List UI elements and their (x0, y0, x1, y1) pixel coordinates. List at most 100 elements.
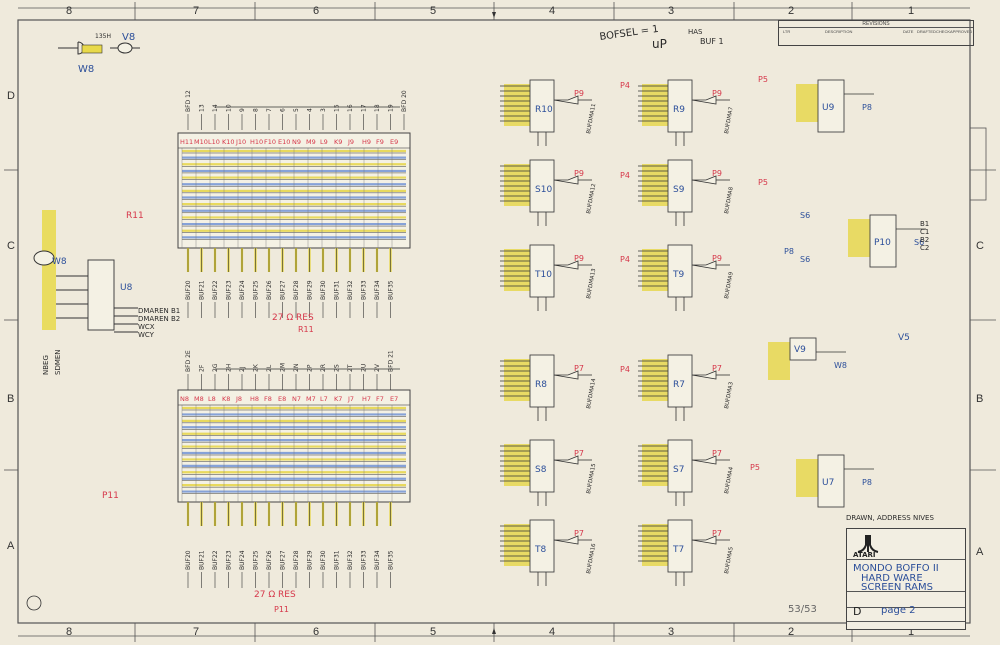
row-label-c: C (7, 240, 15, 252)
size-letter: D (853, 605, 862, 618)
lower-out-14: BUF34 (374, 550, 381, 570)
u8-out-dmaren-b2: DMAREN B2 (138, 315, 180, 323)
upper-bufd-12: 16 (347, 104, 354, 112)
lower-out-10: BUF30 (320, 550, 327, 570)
upper-out-0: BUF20 (185, 280, 192, 300)
col-label-bottom-6: 6 (313, 626, 320, 638)
upper-chip-h9: H9 (362, 138, 371, 146)
lower-out-5: BUF25 (253, 550, 260, 570)
upper-out-10: BUF30 (320, 280, 327, 300)
lower-bufd-14: 2V (374, 363, 381, 372)
w8-left-label: W8 (52, 257, 67, 267)
col-label-7: 7 (193, 5, 200, 17)
lower-bufd-10: 2R (320, 364, 327, 372)
rev-col-date: DATE (903, 29, 914, 34)
col-label-5: 5 (430, 5, 437, 17)
res-ref-top: R11 (298, 325, 314, 334)
sheet-count: 53/53 (788, 604, 817, 615)
upper-out-7: BUF27 (280, 280, 287, 300)
row-label-right-a: A (976, 546, 984, 558)
col-label-bottom-8: 8 (66, 626, 73, 638)
col-label-bottom-4: 4 (549, 626, 556, 638)
p-mark-0: P4 (620, 81, 630, 90)
p-mark-3: P4 (620, 365, 630, 374)
lower-out-11: BUF31 (334, 550, 341, 570)
lower-bufd-6: 2L (266, 364, 273, 372)
r11-label: R11 (126, 211, 144, 221)
lower-bufd-15: BFD 21 (388, 350, 395, 372)
title-line-3: SCREEN RAMS (861, 582, 933, 593)
mid-chip-buf-5: P7 (574, 529, 584, 538)
lower-bufd-5: 2K (253, 363, 260, 372)
lower-out-3: BUF23 (226, 550, 233, 570)
lower-chip-h7: H7 (362, 395, 371, 403)
upper-chip-f9: F9 (376, 138, 384, 146)
lower-chip-n7: N7 (292, 395, 301, 403)
lower-out-6: BUF26 (266, 550, 273, 570)
upper-bufd-0: BFD 12 (185, 90, 192, 112)
upper-bufd-13: 17 (361, 104, 368, 112)
upper-bufd-2: 14 (212, 104, 219, 112)
u8-out-wcx: WCX (138, 323, 155, 331)
v5-label: V5 (898, 333, 910, 343)
col-label-bottom-3: 3 (668, 626, 675, 638)
atari-logo-icon (857, 535, 879, 553)
right-chip-ref-2: T9 (672, 270, 684, 280)
upper-out-6: BUF26 (266, 280, 273, 300)
upper-chip-l9: L9 (320, 138, 328, 146)
right-chip-ref-0: R9 (673, 105, 685, 115)
lower-bufd-11: 2S (334, 364, 341, 372)
lower-bufd-13: 2U (361, 364, 368, 372)
upper-chip-k10: K10 (222, 138, 235, 146)
upper-bufd-10: 3 (320, 108, 327, 112)
lower-bufd-3: 2H (226, 364, 233, 372)
p-mark-4: P5 (758, 75, 768, 84)
mid-chip-ref-4: S8 (535, 465, 547, 475)
upper-chip-h11: H11 (180, 138, 193, 146)
rev-col-check: CHECK (936, 29, 951, 34)
lower-out-9: BUF29 (307, 550, 314, 570)
far-right-buf-2: W8 (834, 361, 847, 370)
col-label-bottom-1: 1 (908, 626, 915, 638)
mid-chip-tag-4: BUFDMA15 (586, 463, 597, 495)
v8-top-label: V8 (122, 32, 135, 43)
row-label-right-b: B (976, 393, 984, 405)
col-label-1: 1 (908, 5, 915, 17)
title-block: ATARI MONDO BOFFO II HARD WARE SCREEN RA… (846, 528, 966, 630)
p8-label: P8 (784, 247, 794, 256)
upper-bufd-7: 6 (280, 108, 287, 112)
far-right-signal-b2: B2 (920, 236, 929, 244)
mid-chip-tag-3: BUFDMA14 (586, 378, 597, 410)
mid-chip-ref-3: R8 (535, 380, 547, 390)
u8-label: U8 (120, 283, 133, 293)
right-chip-buf-4: P7 (712, 449, 722, 458)
lower-bufd-1: 2F (199, 364, 206, 372)
col-label-bottom-7: 7 (193, 626, 200, 638)
far-right-ref-1: P10 (874, 238, 891, 248)
sdmem-label: SDMEN (54, 349, 62, 375)
lower-chip-l8: L8 (208, 395, 216, 403)
right-chip-buf-3: P7 (712, 364, 722, 373)
right-chip-tag-4: BUFDMA4 (724, 466, 735, 494)
w8-top-label: W8 (78, 64, 94, 75)
upper-out-1: BUF21 (199, 280, 206, 300)
right-chip-buf-5: P7 (712, 529, 722, 538)
u8-chip (33, 210, 138, 333)
res-note-top: 27 Ω RES (272, 313, 314, 323)
lower-bufd-0: BFD 2E (185, 350, 192, 372)
rev-col-drafted: DRAFTED (917, 29, 936, 34)
lower-out-7: BUF27 (280, 550, 287, 570)
mid-chip-ref-5: T8 (534, 545, 546, 555)
row-label-a: A (7, 540, 15, 552)
lower-chip-n8: N8 (180, 395, 189, 403)
upper-bufd-4: 9 (239, 108, 246, 112)
col-label-6: 6 (313, 5, 320, 17)
p-mark-2: P4 (620, 255, 630, 264)
far-right-signal-b1: B1 (920, 220, 929, 228)
